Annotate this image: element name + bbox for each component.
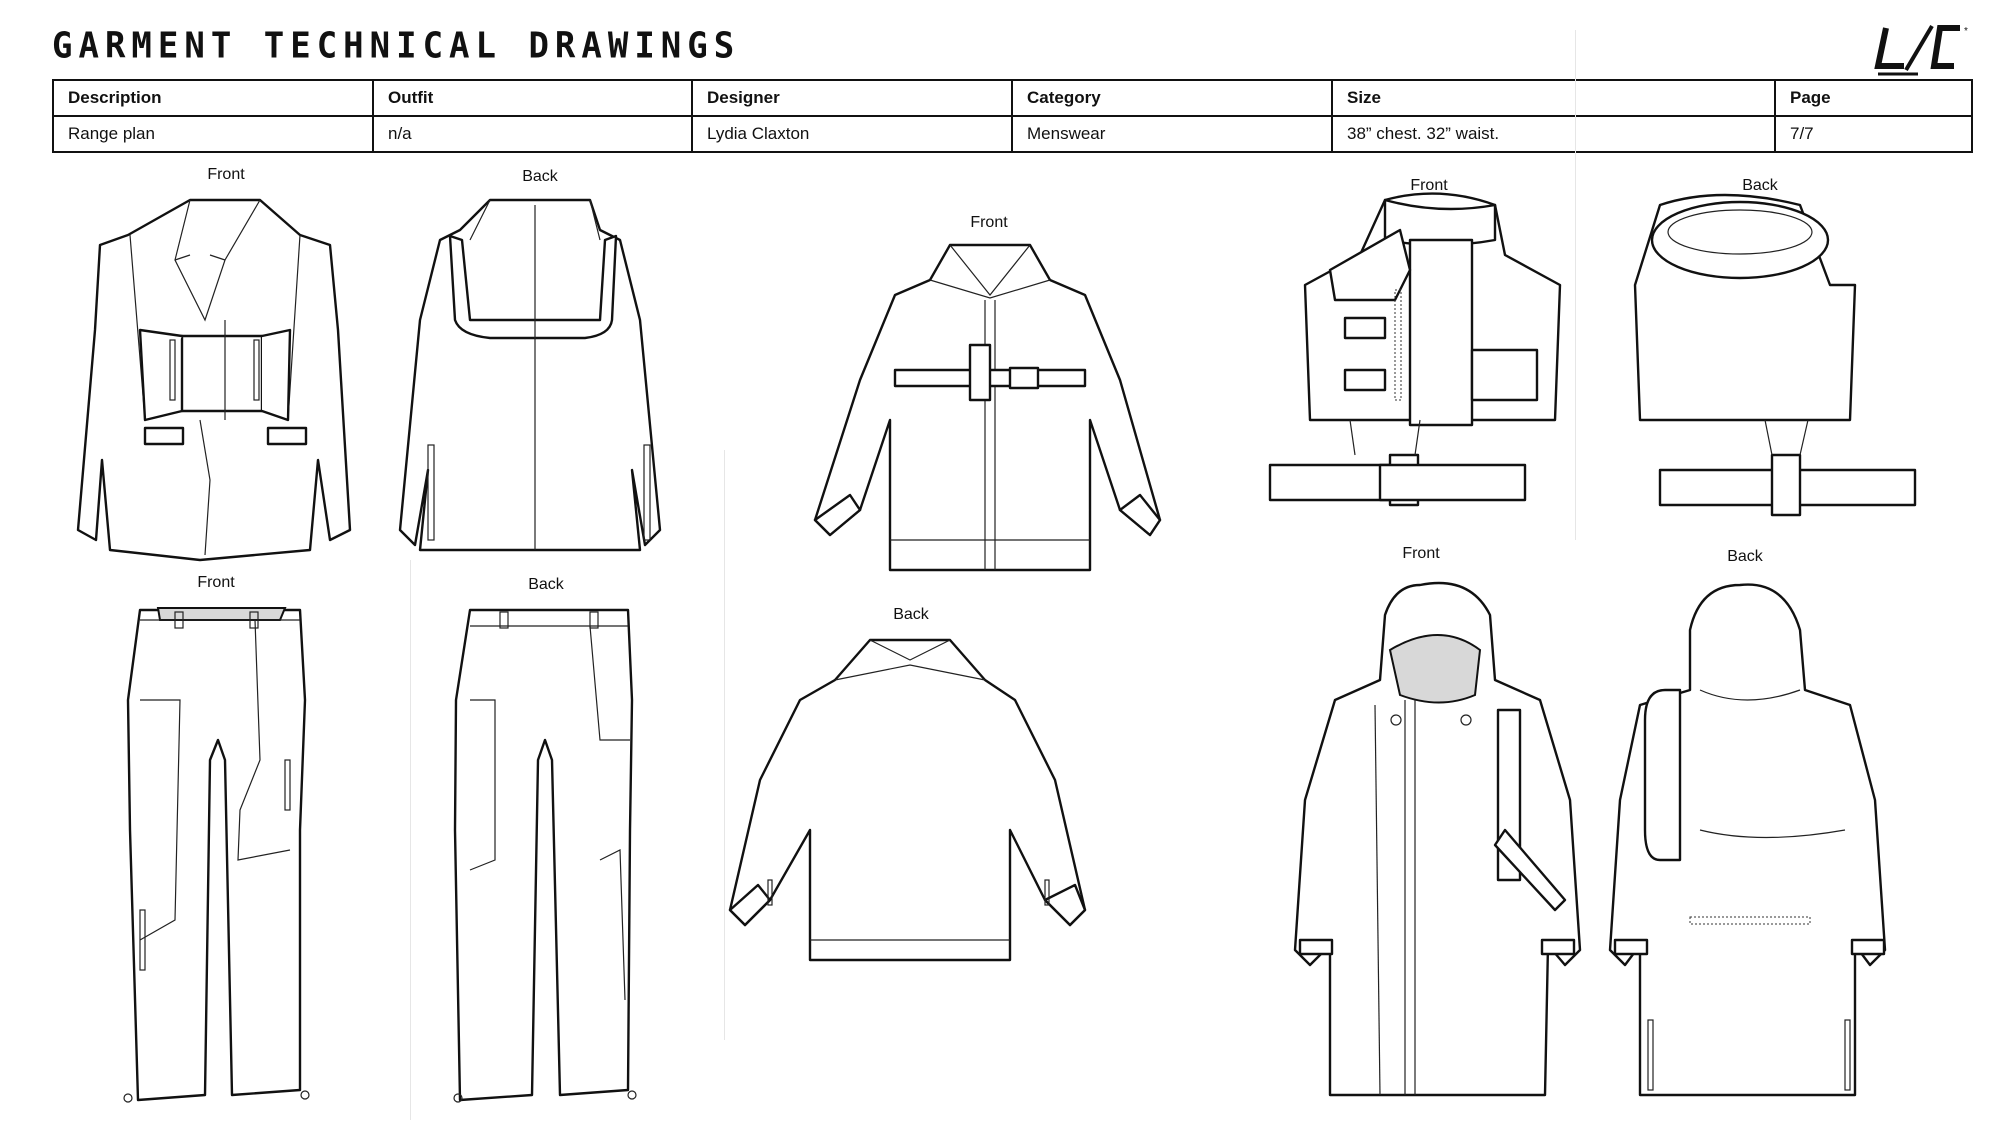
- vest-front-drawing: [1268, 192, 1562, 507]
- guide-line: [1575, 30, 1576, 540]
- page-title: GARMENT TECHNICAL DRAWINGS: [52, 25, 741, 67]
- svg-text:*: *: [1964, 26, 1968, 37]
- value-description: Range plan: [52, 115, 374, 153]
- table-row: Range plan n/a Lydia Claxton Menswear 38…: [52, 115, 1973, 153]
- value-category: Menswear: [1011, 115, 1333, 153]
- guide-line: [724, 450, 725, 1040]
- label-shirt-back: Back: [893, 606, 929, 623]
- guide-line: [410, 560, 411, 1120]
- parka-front-drawing: [1293, 581, 1582, 1097]
- label-trouser-front: Front: [197, 574, 235, 591]
- header-category: Category: [1011, 79, 1333, 117]
- table-header-row: Description Outfit Designer Category Siz…: [52, 79, 1973, 117]
- label-blazer-back: Back: [522, 168, 558, 185]
- header-outfit: Outfit: [372, 79, 693, 117]
- label-blazer-front: Front: [207, 166, 245, 183]
- label-parka-front: Front: [1402, 545, 1440, 562]
- label-shirt-front: Front: [970, 214, 1008, 231]
- label-trouser-back: Back: [528, 576, 564, 593]
- label-parka-back: Back: [1727, 548, 1763, 565]
- value-designer: Lydia Claxton: [691, 115, 1013, 153]
- shirt-back-drawing: [728, 638, 1087, 962]
- garment-info-table: Description Outfit Designer Category Siz…: [52, 79, 1973, 153]
- header-size: Size: [1331, 79, 1776, 117]
- parka-back-drawing: [1608, 583, 1887, 1097]
- label-vest-back: Back: [1742, 177, 1778, 194]
- value-outfit: n/a: [372, 115, 693, 153]
- value-size: 38” chest. 32” waist.: [1331, 115, 1776, 153]
- vest-back-drawing: [1633, 193, 1917, 517]
- trousers-back-drawing: [453, 608, 637, 1103]
- shirt-front-drawing: [813, 243, 1162, 572]
- blazer-back-drawing: [398, 198, 662, 552]
- trousers-front-drawing: [123, 607, 310, 1103]
- header-designer: Designer: [691, 79, 1013, 117]
- value-page: 7/7: [1774, 115, 1973, 153]
- header-page: Page: [1774, 79, 1973, 117]
- header-description: Description: [52, 79, 374, 117]
- brand-logo: *: [1874, 24, 1968, 76]
- blazer-front-drawing: [76, 198, 352, 562]
- label-vest-front: Front: [1410, 177, 1448, 194]
